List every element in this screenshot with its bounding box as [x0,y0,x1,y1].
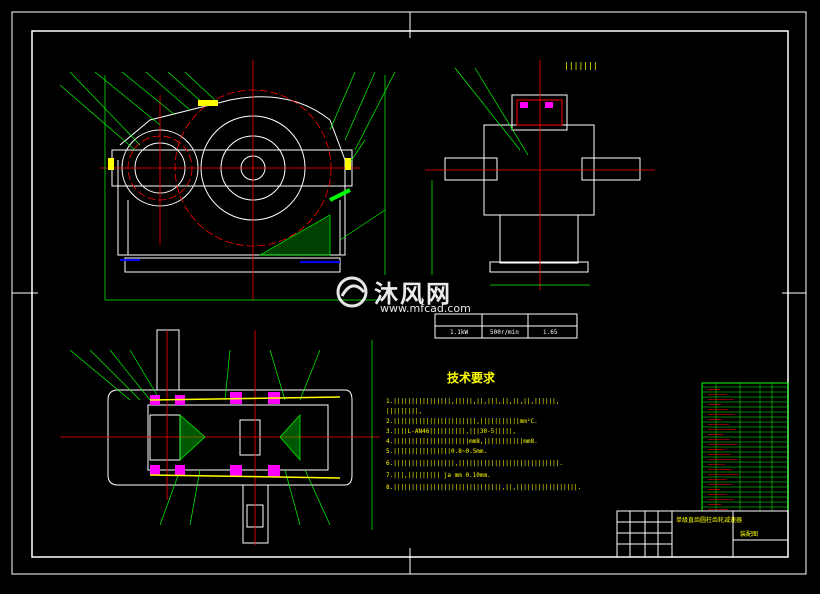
view-annotation: ||||||| [564,61,598,70]
note-line: 2.|||||||||||||||||||||||,|||||||||||mm²… [386,418,538,425]
note-line: 7.|||,||||||||| ja mm 0.10mm. [386,472,491,479]
watermark: 沐风网 www.mfcad.com [330,272,490,320]
top-view [60,329,380,545]
watermark-url: www.mfcad.com [380,302,471,315]
spec-power: 1.1kW [450,329,469,336]
spec-ratio: i.65 [543,329,558,336]
watermark-name: 沐风网 [374,280,452,308]
note-line: 4.|||||||||||||||||||||mm8,|||||||||||mm… [386,438,538,445]
note-line: 6.|||||||||||||||||,||||||||||||||||||||… [386,460,564,467]
note-line: 1.||||||||||||||||,|||||,||,|||,||,||,||… [386,398,560,405]
side-view [425,60,655,290]
drawing-type: 装配图 [740,531,759,538]
drawing-title: 单级直齿圆柱齿轮减速器 [676,517,743,524]
spec-speed: 500r/min [490,329,519,336]
note-line: 5.||||||||||||||||0.8~0.5mm. [386,448,488,455]
note-line: 3.||||L-AN46||||||||||,|||30-5|||||, [386,428,517,435]
title-block [616,510,789,558]
front-view [59,60,396,301]
watermark-logo [336,276,368,308]
note-line: 8.||||||||||||||||||||||||||||||,||,||||… [386,484,582,491]
note-line: |||||||||, [386,408,423,415]
spec-table [434,313,578,339]
technical-requirements-title: 技术要求 [447,371,496,385]
parts-list [701,382,789,512]
centering-marks [12,12,806,574]
